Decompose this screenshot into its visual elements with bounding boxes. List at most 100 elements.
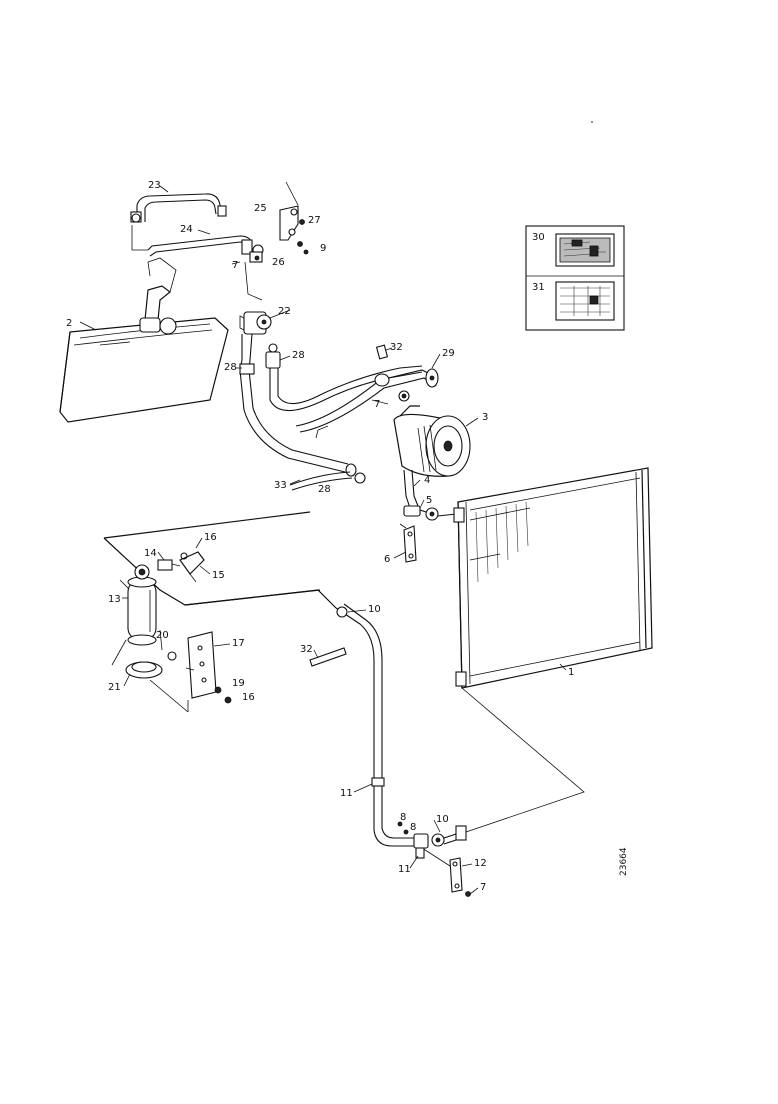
callout-4: 4: [424, 475, 430, 486]
service-fittings: [315, 373, 410, 439]
fitting: [455, 825, 467, 841]
bracket-12: [415, 847, 471, 897]
callout-16: 16: [242, 692, 255, 703]
speck: [591, 121, 593, 123]
connector-line: [149, 679, 189, 713]
hose-33: [289, 471, 353, 491]
callout-32: 32: [300, 644, 313, 655]
compressor-3: [393, 405, 471, 477]
fitting-32b: [309, 647, 347, 667]
callout-27: 27: [308, 215, 321, 226]
callout-28: 28: [318, 484, 331, 495]
fitting: [354, 472, 366, 484]
callout-21: 21: [108, 682, 121, 693]
fitting: [345, 463, 357, 477]
callout-11: 11: [398, 864, 411, 875]
inset-label-31: 31: [532, 282, 545, 293]
callout-28: 28: [292, 350, 305, 361]
leader-line: [131, 225, 148, 251]
switch-14-16: [157, 551, 205, 583]
fitting: [413, 833, 429, 849]
expansion-valve-22: [239, 311, 272, 335]
inset-label-30: 30: [532, 232, 545, 243]
clamp-21: [125, 661, 163, 679]
screw-7: [465, 891, 471, 897]
fitting-32: [375, 344, 393, 360]
screw-27: [299, 219, 305, 225]
screw-9: [297, 241, 303, 247]
clamp-11b: [415, 847, 425, 859]
callout-10: 10: [436, 814, 449, 825]
callout-25: 25: [254, 203, 267, 214]
callout-labels: 23 25 27 24 9 7 26 22 2 28 28 32 29 7 3 …: [66, 180, 574, 893]
callout-10: 10: [368, 604, 381, 615]
condenser-inlet: [453, 507, 465, 523]
callout-23: 23: [148, 180, 161, 191]
hose-23: [130, 193, 227, 223]
callout-20: 20: [156, 630, 169, 641]
callout-32: 32: [390, 342, 403, 353]
callout-7: 7: [374, 399, 380, 410]
callout-3: 3: [482, 412, 488, 423]
callout-14: 14: [144, 548, 157, 559]
condenser-outlet: [455, 671, 467, 687]
fitting: [239, 363, 255, 375]
fitting: [268, 343, 278, 353]
callout-7: 7: [480, 882, 486, 893]
callout-19: 19: [232, 678, 245, 689]
leader-line: [231, 261, 241, 265]
callout-6: 6: [384, 554, 390, 565]
callout-33: 33: [274, 480, 287, 491]
bolt-16: [224, 696, 232, 704]
connector-line: [244, 261, 263, 301]
evaporator-2: [59, 257, 229, 423]
callout-8: 8: [410, 822, 416, 833]
drawing-number: 23664: [619, 847, 629, 876]
callout-29: 29: [442, 348, 455, 359]
fitting-5: [403, 505, 457, 521]
callout-8: 8: [400, 812, 406, 823]
hose-clamp-11: [371, 777, 385, 787]
callout-12: 12: [474, 858, 487, 869]
bolt-19: [214, 686, 222, 694]
bracket-17: [159, 629, 232, 704]
fitting: [241, 239, 253, 255]
callout-7: 7: [232, 260, 238, 271]
screws-8: [397, 821, 409, 835]
callout-leaders: [122, 185, 479, 895]
callout-9: 9: [320, 243, 326, 254]
callout-16: 16: [204, 532, 217, 543]
decal-inset: [525, 225, 625, 331]
fitting: [265, 351, 281, 369]
bracket-25: [279, 181, 309, 255]
fitting: [336, 606, 348, 618]
hose-24: [147, 235, 264, 257]
bracket-6: [399, 523, 417, 563]
decal-31: [555, 281, 615, 321]
hose-28-suction: [239, 333, 366, 484]
condenser-1: [453, 467, 653, 689]
callout-17: 17: [232, 638, 245, 649]
callout-28: 28: [224, 362, 237, 373]
callout-2: 2: [66, 318, 72, 329]
fitting-26: [249, 251, 263, 263]
hose-4: [403, 469, 419, 509]
washer: [303, 249, 309, 255]
callout-24: 24: [180, 224, 193, 235]
callout-13: 13: [108, 594, 121, 605]
callout-11: 11: [340, 788, 353, 799]
callout-1: 1: [568, 667, 574, 678]
leader-line: [79, 321, 97, 331]
fitting: [217, 205, 227, 217]
callout-5: 5: [426, 495, 432, 506]
bolt-20: [167, 651, 177, 661]
hose-29: [295, 368, 439, 433]
callout-15: 15: [212, 570, 225, 581]
connector-line: [461, 687, 585, 833]
liquid-line-10: [184, 589, 467, 849]
callout-22: 22: [278, 306, 291, 317]
hose-28-discharge: [265, 343, 423, 412]
callout-26: 26: [272, 257, 285, 268]
